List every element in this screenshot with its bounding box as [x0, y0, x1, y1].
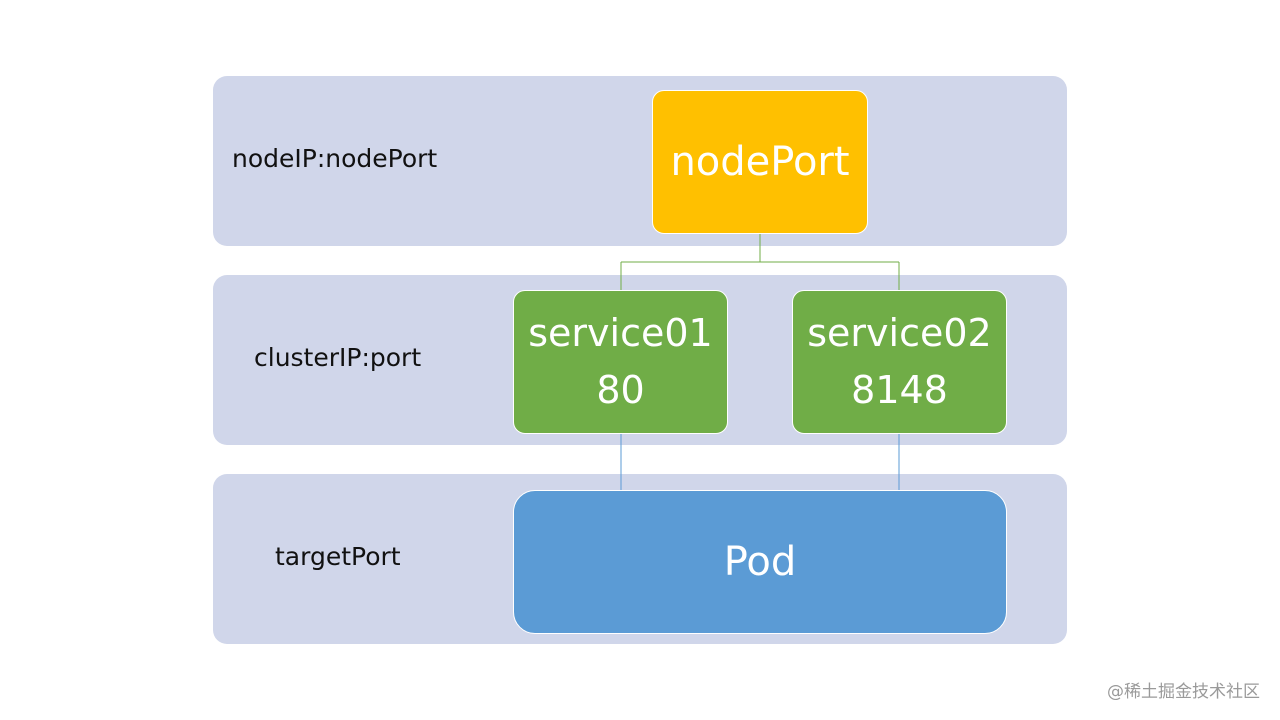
cluster-layer-label: clusterIP:port — [254, 343, 422, 372]
service01-box: service01 80 — [513, 290, 728, 434]
pod-label: Pod — [723, 539, 797, 585]
node-layer-band — [213, 76, 1067, 246]
nodeport-label: nodePort — [670, 139, 850, 185]
service01-port: 80 — [596, 368, 645, 412]
service02-box: service02 8148 — [792, 290, 1007, 434]
service02-name: service02 — [807, 311, 992, 355]
pod-box: Pod — [513, 490, 1007, 634]
service02-port: 8148 — [851, 368, 948, 412]
target-layer-label: targetPort — [275, 542, 401, 571]
watermark-text: @稀土掘金技术社区 — [1107, 682, 1260, 702]
node-layer-label: nodeIP:nodePort — [232, 144, 438, 173]
service01-name: service01 — [528, 311, 713, 355]
nodeport-box: nodePort — [652, 90, 868, 234]
